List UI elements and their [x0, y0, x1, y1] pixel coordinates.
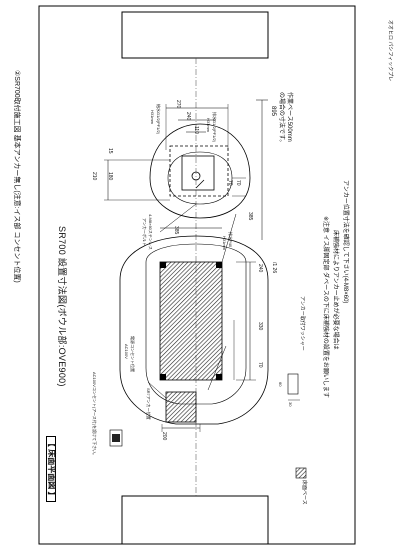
- dim-895: 895: [270, 106, 276, 117]
- note-3: アンカー位置寸法を確認して下さい(4-M8×60): [342, 180, 348, 304]
- dim-180: 180: [107, 172, 113, 181]
- anchor-point-4: [216, 374, 222, 380]
- work-base-note: 作業ベース500mm: [286, 92, 292, 142]
- dim-385-b: 385: [247, 212, 253, 221]
- drain-pipe-label: 排水G1/2(PF1/2): [212, 112, 217, 143]
- dim-70-b: 70: [227, 180, 233, 186]
- dim-70-c: 70: [257, 362, 263, 368]
- dim-270: 270: [175, 100, 181, 109]
- note-2: 床補強材によりアンカー止めが必要な場合は: [332, 230, 338, 350]
- bowl-pipe-inner: [181, 155, 215, 191]
- anchor-point-1: [160, 262, 166, 268]
- dim-1726: /1 26: [271, 262, 277, 274]
- work-base-note-2: の場合の寸法です。: [278, 92, 284, 146]
- page-header-title: ②SR700取付施工図 基本アンカー無し(注意:イス部 コンセント位置): [13, 70, 20, 283]
- legend-label: 床面ベース: [301, 480, 307, 505]
- dim-210: 210: [91, 172, 97, 181]
- chair-inner-outline: [145, 243, 247, 405]
- dim-110: 110: [193, 126, 199, 134]
- anchor-point-2: [216, 262, 222, 268]
- anchor-bolt-label: 4-M8×60ステンレス: [148, 214, 153, 250]
- bowl-drain: [191, 171, 201, 181]
- outlet-note: AC100Vコンセント(アース付)を設けて下さい。: [92, 372, 97, 458]
- note-anchor-legend: アンカー取付ワッシャー: [299, 296, 305, 351]
- plan-subtitle: SR700 設置寸法図(ボウル部:OVE900): [57, 226, 67, 387]
- anchor-position-label: SR7アンカー位置: [146, 388, 151, 420]
- dim-70-a: 70: [235, 180, 241, 186]
- dim-240-top: 240: [185, 112, 191, 121]
- legend-swatch: [295, 467, 307, 479]
- dim-200: 200: [161, 432, 167, 441]
- dim-330: 330: [257, 322, 263, 331]
- work-base-top: [121, 11, 269, 59]
- dim-385-a: 385: [173, 226, 179, 235]
- supply-pipe-sub: H31mm: [150, 110, 155, 125]
- chair-outline: [119, 235, 269, 425]
- supply-pipe-label: 給水G1/2(PF1/2): [156, 104, 161, 135]
- work-base-bottom: [121, 495, 269, 545]
- outlet-detail: [109, 429, 123, 447]
- outlet-icon: [112, 434, 120, 442]
- dim-240: 240: [257, 264, 263, 273]
- dim-15: 15: [107, 148, 113, 154]
- dim-60: 60: [278, 382, 283, 387]
- outlet-box-hatched: [165, 391, 197, 423]
- bowl-pipe-box: [169, 145, 229, 197]
- drain-p40-sub: H31mm: [222, 236, 227, 251]
- outlet-spec: AC100V: [124, 344, 129, 359]
- outlet-position-label: 電源コンセント位置: [130, 336, 135, 372]
- drain-p40-label: 排水P40: [228, 232, 233, 248]
- section-label: 【 床面平面図 】: [46, 436, 56, 503]
- drain-pipe-sub: H31mm: [206, 118, 211, 133]
- floor-base-hatched: [159, 261, 223, 381]
- anchor-point-3: [160, 374, 166, 380]
- note-1: ※注意 イス脚固定部 ダベースの下に床補強材の設置をお願いします: [322, 216, 328, 398]
- anchor-bolt-sub: アンカーボルト: [142, 218, 147, 246]
- dim-30: 30: [288, 402, 293, 407]
- top-right-note: オオヒロ パシフィックプレ: [387, 20, 393, 82]
